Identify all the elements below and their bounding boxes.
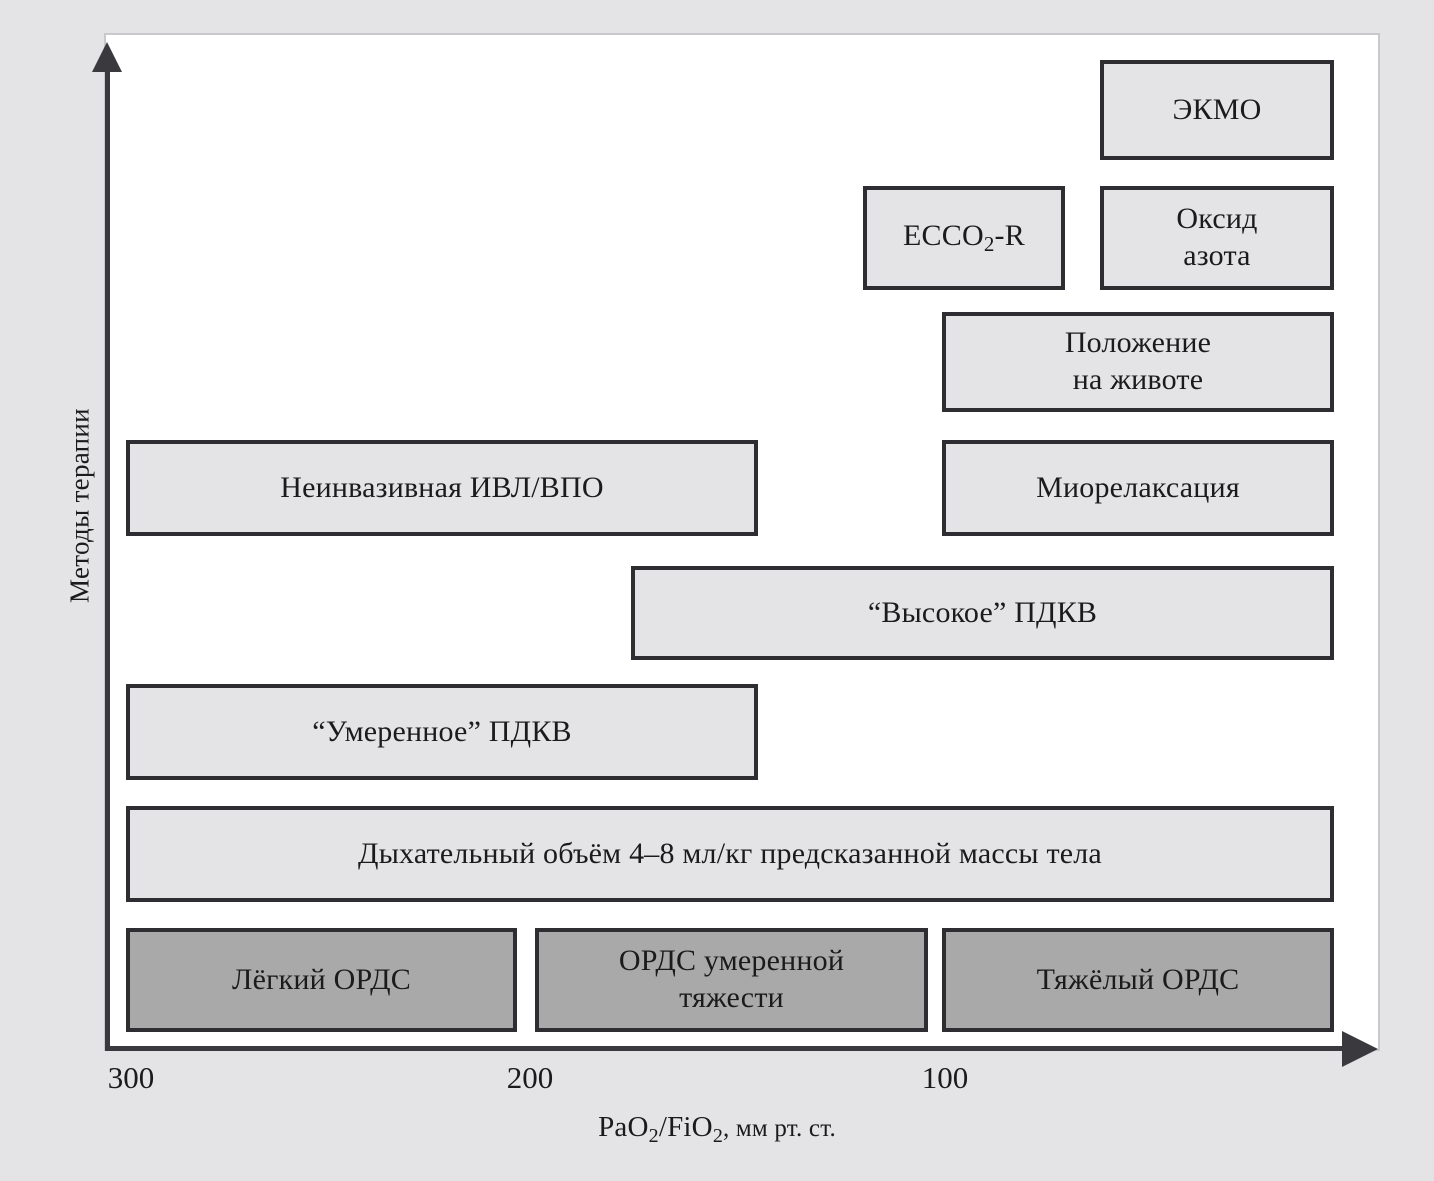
x-tick-label-100: 100: [921, 1060, 969, 1095]
therapy-box-moderate-peep-label: “Умеренное” ПДКВ: [312, 714, 572, 748]
y-axis-arrow-icon: [92, 42, 122, 72]
therapy-box-myorelaxation: Миорелаксация: [942, 440, 1334, 536]
severity-box-mild-ards: Лёгкий ОРДС: [126, 928, 517, 1032]
x-axis-title-fio2-subscript: 2: [712, 1125, 724, 1147]
therapy-box-high-peep-label: “Высокое” ПДКВ: [867, 595, 1098, 629]
therapy-box-ekmo-label: ЭКМО: [1172, 92, 1262, 126]
therapy-box-tidal-volume: Дыхательный объём 4–8 мл/кг предсказанно…: [126, 806, 1334, 902]
severity-box-severe-ards: Тяжёлый ОРДС: [942, 928, 1334, 1032]
therapy-box-ecco2r: ECCO2-R: [863, 186, 1065, 290]
severity-box-severe-ards-label: Тяжёлый ОРДС: [1036, 962, 1240, 996]
therapy-box-ecco2r-label: ECCO2-R: [903, 219, 1025, 257]
x-axis-title-pao2: PaO: [598, 1111, 649, 1143]
x-axis-title-units: , мм рт. ст.: [723, 1115, 836, 1142]
x-axis-title-pao2-subscript: 2: [648, 1125, 659, 1147]
therapy-box-moderate-peep: “Умеренное” ПДКВ: [126, 684, 758, 780]
x-axis-title: PaO2/FiO2, мм рт. ст.: [0, 1111, 1434, 1148]
therapy-box-high-peep: “Высокое” ПДКВ: [631, 566, 1334, 660]
therapy-box-noninvasive-ventilation-label: Неинвазивная ИВЛ/ВПО: [280, 470, 604, 504]
x-tick-label-300: 300: [107, 1060, 155, 1095]
y-axis-title: Методы терапии: [64, 408, 95, 603]
therapy-box-tidal-volume-label: Дыхательный объём 4–8 мл/кг предсказанно…: [358, 836, 1102, 870]
therapy-box-ekmo: ЭКМО: [1100, 60, 1334, 160]
y-axis-line: [105, 68, 110, 1050]
x-axis-arrow-icon: [1342, 1031, 1378, 1067]
severity-box-mild-ards-label: Лёгкий ОРДС: [232, 962, 411, 996]
therapy-box-noninvasive-ventilation: Неинвазивная ИВЛ/ВПО: [126, 440, 758, 536]
x-axis-line: [105, 1046, 1345, 1051]
therapy-box-myorelaxation-label: Миорелаксация: [1036, 470, 1240, 504]
x-axis-title-fio2: /FiO: [658, 1111, 713, 1143]
x-tick-label-200: 200: [506, 1060, 554, 1095]
